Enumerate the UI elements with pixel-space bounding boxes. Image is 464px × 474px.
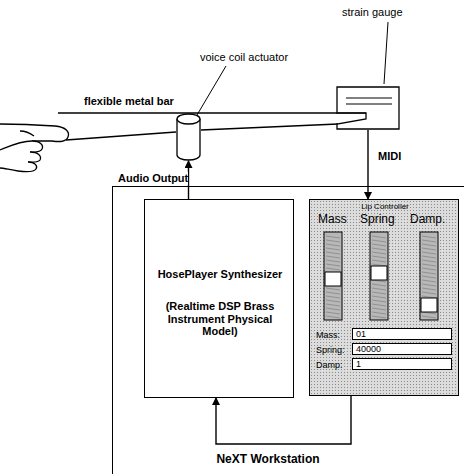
part-label: flexible metal bar [84,95,174,108]
actuator-cylinder [176,113,201,161]
metal-bar-edge [66,124,338,140]
signal-label: Audio Output [118,172,188,185]
workstation-box: NeXT Workstation HosePlayer Synthesizer (R… [112,186,464,474]
connector-arrow [367,130,368,199]
node-text: NeXT Workstation [173,453,363,467]
strain-gauge: strain gauge [336,86,400,130]
node-text: HosePlayer Synthesizer [155,268,285,281]
slider-label: Mass [318,213,362,227]
node-text: (Realtime DSP Brass Instrument Physical … [163,300,277,338]
field-label: Damp: [316,360,350,370]
field-value: 40000 [352,343,452,355]
curled-finger [28,152,41,162]
curled-finger [0,141,43,152]
synthesizer-box: HosePlayer Synthesizer (Realtime DSP Bras… [144,199,294,398]
field-label: Mass: [316,330,350,340]
leader-line [197,66,226,115]
strain-gauge-block [336,86,400,130]
node-text: voice coil actuator [200,51,330,64]
signal-label: MIDI [378,150,401,163]
voice-coil-actuator: voice coil actuator [176,113,201,161]
leader-line [384,22,388,84]
node-text: strain gauge [342,6,442,19]
slider-label: Spring [360,213,410,227]
field-value: 1 [352,358,452,370]
hand [0,124,68,172]
index-finger [0,124,68,142]
connector-arrow [216,396,351,444]
field-value: 01 [352,328,452,340]
knuckle-crease [20,131,34,136]
field-label: Spring: [316,345,350,355]
slider-label: Damp. [410,213,456,227]
lip-controller-panel: Lip ControllerMassSpringDamp. Mass:01Spri… [309,199,459,396]
panel-title: Lip Controller [340,202,430,211]
curled-finger [0,162,37,172]
